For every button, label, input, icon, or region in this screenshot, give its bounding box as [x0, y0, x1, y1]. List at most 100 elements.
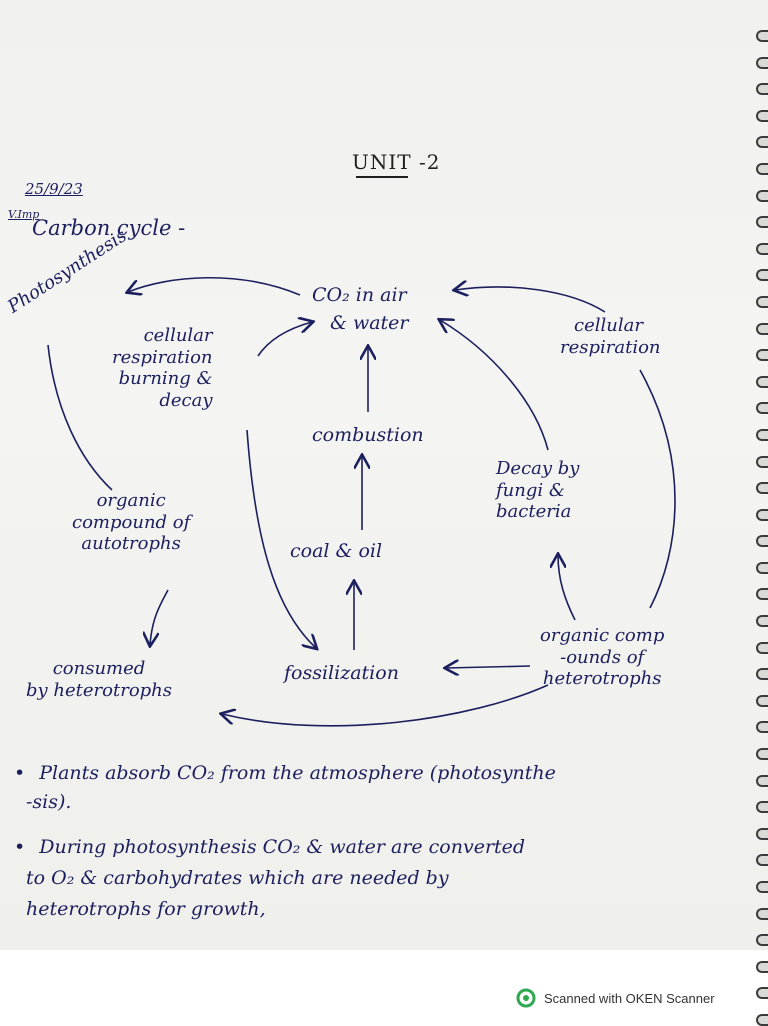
arrow-right-resp-to-co2	[455, 287, 606, 313]
scanner-watermark: Scanned with OKEN Scanner	[516, 988, 715, 1008]
spiral-ring	[756, 30, 768, 42]
spiral-ring	[756, 561, 768, 574]
spiral-ring	[756, 774, 768, 787]
page-title: UNIT -2	[352, 150, 441, 174]
spiral-ring	[756, 402, 768, 415]
label-combustion: combustion	[312, 424, 424, 446]
text-line: burning &	[118, 368, 213, 390]
spiral-ring	[756, 907, 768, 920]
text-line: Plants absorb CO₂ from the atmosphere (p…	[39, 762, 556, 784]
arrow-decay-to-co2	[440, 320, 549, 451]
text-line: -ounds of	[560, 646, 645, 668]
arrow-het-to-consumed	[222, 684, 549, 727]
label-organic-autotrophs: organic compound of autotrophs	[72, 490, 190, 555]
arrow-het-to-fossil	[446, 666, 531, 668]
text-line: organic comp	[540, 625, 665, 646]
label-co2-air: CO₂ in air	[312, 284, 407, 306]
spiral-ring	[756, 56, 768, 69]
scanner-text: Scanned with OKEN Scanner	[544, 990, 715, 1006]
text-line: compound of	[72, 511, 191, 533]
oken-scanner-logo-icon	[516, 988, 536, 1008]
spiral-ring	[756, 987, 768, 1000]
spiral-ring	[756, 269, 768, 282]
spiral-ring	[756, 588, 768, 601]
spiral-ring	[756, 295, 768, 308]
spiral-ring	[756, 668, 768, 681]
text-line: consumed	[52, 658, 146, 679]
text-line: heterotrophs for growth,	[26, 897, 266, 920]
bullet-icon: •	[14, 836, 26, 858]
bullet-note-2: • During photosynthesis CO₂ & water are c…	[14, 836, 525, 920]
text-line: cellular	[143, 325, 213, 346]
spiral-ring	[756, 162, 768, 175]
text-line: heterotrophs	[542, 668, 662, 690]
spiral-ring	[756, 854, 768, 867]
label-cellular-respiration-left: cellular respiration burning & decay	[112, 325, 213, 411]
text-line: -sis).	[26, 790, 72, 813]
spiral-binding	[754, 30, 768, 1026]
spiral-ring	[756, 455, 768, 468]
text-line: During photosynthesis CO₂ & water are co…	[39, 836, 526, 858]
spiral-ring	[756, 960, 768, 973]
text-line: -sis).	[14, 791, 556, 814]
line-resp-right-to-het	[639, 369, 676, 609]
arrow-resp-to-fossil	[246, 429, 316, 648]
spiral-ring	[756, 136, 768, 149]
date: 25/9/23	[25, 180, 83, 198]
spiral-ring	[756, 189, 768, 202]
spiral-ring	[756, 641, 768, 654]
spiral-ring	[756, 428, 768, 441]
text-line: to O₂ & carbohydrates which are needed b…	[26, 866, 449, 889]
spiral-ring	[756, 322, 768, 335]
text-line: fungi &	[496, 479, 565, 501]
spiral-ring	[756, 242, 768, 255]
spiral-ring	[756, 109, 768, 122]
spiral-ring	[756, 827, 768, 840]
label-consumed-heterotrophs: consumed by heterotrophs	[26, 658, 172, 701]
text-line: respiration	[560, 336, 661, 358]
arrow-co2-to-photosynthesis	[128, 276, 301, 295]
text-line: bacteria	[496, 501, 572, 523]
spiral-ring	[756, 801, 768, 814]
spiral-ring	[756, 349, 768, 362]
bullet-icon: •	[14, 762, 26, 784]
label-coal-oil: coal & oil	[290, 540, 383, 562]
spiral-ring	[756, 1013, 768, 1026]
spiral-ring	[756, 615, 768, 628]
arrow-auto-to-consumed	[150, 589, 169, 645]
label-organic-heterotrophs: organic comp -ounds of heterotrophs	[540, 625, 664, 690]
text-line: by heterotrophs	[26, 679, 173, 701]
text-line: heterotrophs for growth,	[14, 898, 525, 921]
spiral-ring	[756, 535, 768, 548]
text-line: organic	[96, 490, 166, 511]
spiral-ring	[756, 721, 768, 734]
bullet-note-1: • Plants absorb CO₂ from the atmosphere (…	[14, 762, 556, 814]
carbon-cycle-arrows	[47, 276, 676, 727]
line-photosynthesis-to-autotrophs	[47, 344, 113, 491]
spiral-ring	[756, 748, 768, 761]
importance-mark: V.Imp	[8, 208, 40, 221]
label-fossilization: fossilization	[284, 662, 399, 684]
text-line: • Plants absorb CO₂ from the atmosphere (…	[14, 762, 556, 785]
text-line: to O₂ & carbohydrates which are needed b…	[14, 867, 525, 890]
arrow-left-resp-to-co2	[257, 322, 312, 357]
text-line: autotrophs	[81, 533, 181, 555]
text-line: cellular	[574, 315, 643, 336]
text-line: • During photosynthesis CO₂ & water are c…	[14, 836, 525, 859]
spiral-ring	[756, 881, 768, 893]
spiral-ring	[756, 216, 768, 229]
spiral-ring	[756, 694, 768, 707]
label-decay: Decay by fungi & bacteria	[496, 458, 579, 523]
spiral-ring	[756, 508, 768, 521]
text-line: decay	[159, 389, 213, 411]
text-line: Decay by	[496, 458, 580, 479]
label-cellular-respiration-right: cellular respiration	[560, 315, 661, 358]
spiral-ring	[756, 482, 768, 495]
text-line: respiration	[112, 346, 213, 368]
spiral-ring	[756, 934, 768, 947]
label-co2-water: & water	[330, 312, 409, 334]
title-underline	[356, 176, 408, 178]
spiral-ring	[756, 83, 768, 96]
spiral-ring	[756, 375, 768, 388]
